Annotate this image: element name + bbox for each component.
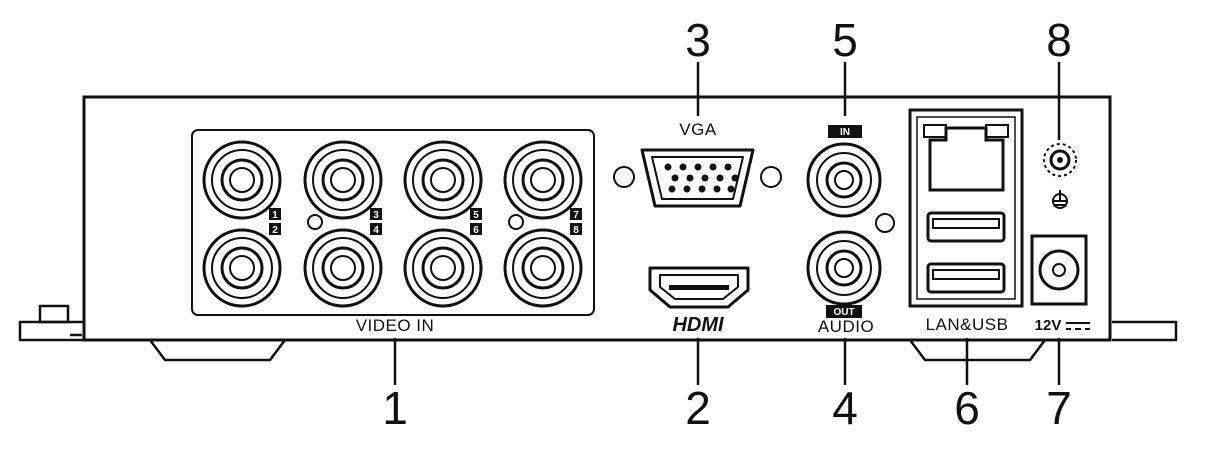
channel-label-3: 3 xyxy=(373,210,379,221)
right-flange xyxy=(1112,320,1178,342)
channel-tags: 1 2 3 4 5 6 7 8 xyxy=(269,208,582,236)
video-in-panel xyxy=(191,129,595,316)
bnc-connector-7[interactable] xyxy=(503,140,583,220)
bnc-connector-3[interactable] xyxy=(303,140,383,220)
bnc-connector-6[interactable] xyxy=(403,228,483,308)
ground-terminal[interactable] xyxy=(1043,143,1077,177)
audio-in-jack[interactable] xyxy=(806,142,882,218)
bnc-connector-2[interactable] xyxy=(202,228,282,308)
ground-icon xyxy=(1052,190,1068,209)
left-flange xyxy=(18,304,84,342)
bnc-connector-5[interactable] xyxy=(403,140,483,220)
channel-label-4: 4 xyxy=(373,225,379,236)
power-label: 12V xyxy=(1035,317,1062,334)
usb-port-2[interactable] xyxy=(926,262,1006,294)
vga-port[interactable] xyxy=(613,148,782,208)
lan-usb-label: LAN&USB xyxy=(926,315,1009,334)
audio-out-label: OUT xyxy=(833,307,854,318)
callout-3: 3 xyxy=(685,14,711,66)
bnc-connector-1[interactable] xyxy=(202,140,282,220)
ethernet-port[interactable] xyxy=(923,124,1009,192)
callout-1: 1 xyxy=(382,382,408,434)
leader-lines xyxy=(393,62,1061,385)
screw-hole xyxy=(875,213,895,233)
screw-hole xyxy=(508,214,524,230)
audio-in-tag xyxy=(828,125,862,138)
callout-6: 6 xyxy=(954,382,980,434)
audio-label: AUDIO xyxy=(818,317,874,336)
lan-usb-block xyxy=(908,108,1024,308)
channel-label-8: 8 xyxy=(573,225,579,236)
callout-5: 5 xyxy=(832,14,858,66)
usb-port-1[interactable] xyxy=(926,211,1006,243)
callout-2: 2 xyxy=(685,382,711,434)
channel-label-6: 6 xyxy=(473,225,479,236)
bnc-connector-8[interactable] xyxy=(503,228,583,308)
channel-label-7: 7 xyxy=(573,210,579,221)
audio-out-tag xyxy=(826,305,862,318)
callout-8: 8 xyxy=(1046,14,1072,66)
dc-symbol-icon xyxy=(1066,322,1090,330)
channel-label-5: 5 xyxy=(473,210,479,221)
bnc-connector-group xyxy=(202,140,583,308)
channel-label-1: 1 xyxy=(272,210,278,221)
hdmi-port[interactable] xyxy=(648,266,750,309)
callout-4: 4 xyxy=(832,382,858,434)
bottom-feet xyxy=(149,339,1046,362)
bnc-connector-4[interactable] xyxy=(303,228,383,308)
vga-label: VGA xyxy=(679,120,717,139)
audio-in-label: IN xyxy=(840,127,850,138)
channel-label-2: 2 xyxy=(272,225,278,236)
callout-7: 7 xyxy=(1046,382,1072,434)
video-in-label: VIDEO IN xyxy=(356,316,435,335)
hdmi-logo: HDMI xyxy=(672,314,724,336)
power-dc-jack[interactable] xyxy=(1030,234,1088,306)
screw-hole xyxy=(307,214,323,230)
audio-out-jack[interactable] xyxy=(806,230,882,306)
